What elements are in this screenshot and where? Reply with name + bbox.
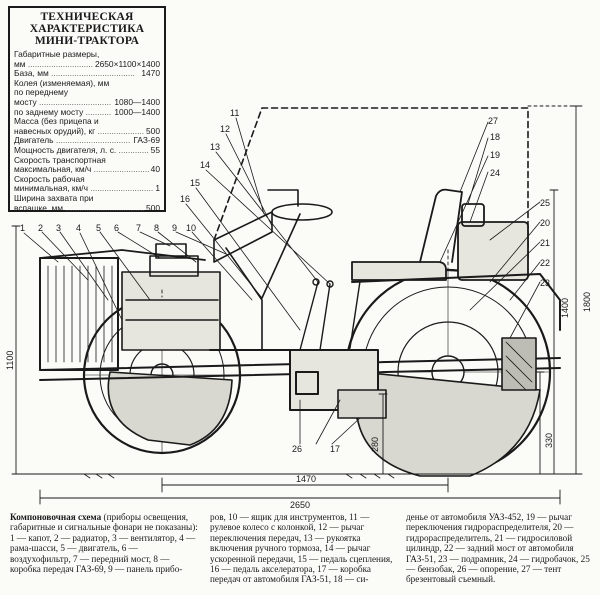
spec-row-engine: Двигатель ГАЗ-69 [14, 136, 160, 146]
spec-key: максимальная, км/ч [14, 165, 149, 175]
callout-13: 13 [210, 142, 220, 152]
dim-280: 280 [370, 437, 380, 452]
callout-16: 16 [180, 194, 190, 204]
spec-key: минимальная, км/ч [14, 184, 153, 194]
engine [121, 243, 221, 351]
callout-12: 12 [220, 124, 230, 134]
spec-row-rear-axle: по заднему мосту 1000—1400 [14, 106, 160, 118]
callout-labels: 1 2 3 4 5 6 7 8 9 10 11 12 13 14 15 16 1… [5, 108, 592, 510]
spec-key: Мощность двигателя, л. с. [14, 146, 149, 156]
caption-title: Компоновочная схема [10, 512, 102, 522]
gearbox-gaz51 [337, 389, 387, 419]
callout-2: 2 [38, 223, 43, 233]
spec-row-base: База, мм 1470 [14, 69, 160, 79]
spec-value: 55 [150, 144, 160, 155]
spec-row-front-axle: мосту 1080—1400 [14, 96, 160, 108]
callout-leaders [23, 117, 541, 445]
dim-330: 330 [544, 433, 554, 448]
fuel-tank [457, 203, 529, 281]
spec-row-width: вспашке, мм 500 [14, 202, 160, 214]
near-wheels [107, 371, 541, 477]
spec-row-power: Мощность двигателя, л. с. 55 [14, 144, 160, 156]
dim-1400: 1400 [560, 298, 570, 318]
callout-10: 10 [186, 223, 196, 233]
spec-key: Двигатель [14, 136, 131, 146]
spec-work-speed-label: Скорость рабочая [14, 173, 85, 184]
callout-14: 14 [200, 160, 210, 170]
spec-value: 500 [146, 125, 160, 136]
callout-4: 4 [76, 223, 81, 233]
spec-value: 1080—1400 [114, 96, 160, 107]
spec-width-label: Ширина захвата при [14, 192, 94, 203]
spec-row-work-speed: минимальная, км/ч 1 [14, 184, 160, 194]
seat [351, 188, 463, 281]
spec-row-dims: мм 2650×1100×1400 [14, 58, 160, 70]
caption-intro: (приборы освещения, габаритные и сигналь… [10, 512, 198, 533]
spec-speed-label: Скорость транспортная [14, 154, 106, 165]
spec-title: ТЕХНИЧЕСКАЯ ХАРАКТЕРИСТИКА МИНИ-ТРАКТОРА [14, 11, 160, 47]
callout-11: 11 [230, 108, 239, 118]
spec-dims-label: Габаритные размеры, [14, 49, 100, 59]
callout-1: 1 [20, 223, 25, 233]
callout-18: 18 [490, 132, 500, 142]
spec-title-line: ТЕХНИЧЕСКАЯ [40, 11, 134, 23]
spec-key: мосту [14, 98, 112, 108]
caption-column-1: Компоновочная схема (приборы освещения, … [10, 512, 200, 574]
spec-track-label: по переднему [14, 87, 69, 98]
spec-value: 500 [146, 202, 160, 213]
spec-value: 40 [150, 164, 160, 175]
callout-27: 27 [488, 116, 498, 126]
spec-value: 2650×1100×1400 [94, 58, 160, 69]
spec-key: вспашке, мм [14, 204, 144, 214]
caption-column-2: ров, 10 — ящик для инструментов, 11 — ру… [210, 512, 393, 585]
callout-7: 7 [136, 223, 141, 233]
spec-row-speed: максимальная, км/ч 40 [14, 165, 160, 175]
dim-1470: 1470 [296, 474, 316, 484]
steering-column [213, 189, 333, 351]
callout-24: 24 [490, 168, 500, 178]
callout-21: 21 [540, 238, 550, 248]
spec-value: 1470 [141, 68, 160, 79]
rear-fender [351, 273, 561, 331]
spec-key: База, мм [14, 69, 135, 79]
callout-5: 5 [96, 223, 101, 233]
callout-8: 8 [154, 223, 159, 233]
rear-mount [501, 337, 537, 391]
callout-3: 3 [56, 223, 61, 233]
callout-17: 17 [330, 444, 340, 454]
frame [39, 349, 561, 411]
spec-row-mass: навесных орудий), кг 500 [14, 125, 160, 137]
spec-box: ТЕХНИЧЕСКАЯ ХАРАКТЕРИСТИКА МИНИ-ТРАКТОРА… [8, 6, 166, 212]
callout-22: 22 [540, 258, 550, 268]
dimension-lines [11, 105, 583, 505]
callout-23: 23 [540, 278, 550, 288]
spec-key: мм [14, 60, 93, 70]
callout-6: 6 [114, 223, 119, 233]
tent-outline [213, 107, 529, 259]
spec-key: навесных орудий), кг [14, 127, 144, 137]
spec-value: 1000—1400 [114, 106, 160, 117]
spec-value: ГАЗ-69 [133, 135, 160, 146]
callout-25: 25 [540, 198, 550, 208]
tractor-layout-drawing: 1 2 3 4 5 6 7 8 9 10 11 12 13 14 15 16 1… [5, 105, 592, 510]
spec-title-line: МИНИ-ТРАКТОРА [34, 35, 140, 47]
spec-key: по заднему мосту [14, 108, 112, 118]
caption-column-3: денье от автомобиля УАЗ-452, 19 — рычаг … [406, 512, 590, 585]
callout-9: 9 [172, 223, 177, 233]
caption-items: 1 — капот, 2 — радиатор, 3 — вентилятор,… [10, 532, 196, 575]
spec-rows: Габаритные размеры, мм 2650×1100×1400 Ба… [14, 49, 160, 214]
spec-track-label: Колея (изменяемая), мм [14, 77, 110, 88]
dim-1800: 1800 [582, 292, 592, 312]
spec-value: 1 [155, 183, 160, 194]
callout-15: 15 [190, 178, 200, 188]
spec-mass-label: Масса (без прицепа и [14, 116, 99, 127]
figure-caption: Компоновочная схема (приборы освещения, … [10, 512, 594, 594]
dim-1100: 1100 [5, 351, 15, 370]
dim-2650: 2650 [290, 500, 310, 510]
callout-20: 20 [540, 218, 550, 228]
spec-title-line: ХАРАКТЕРИСТИКА [29, 23, 145, 35]
callout-26: 26 [292, 444, 302, 454]
callout-19: 19 [490, 150, 500, 160]
